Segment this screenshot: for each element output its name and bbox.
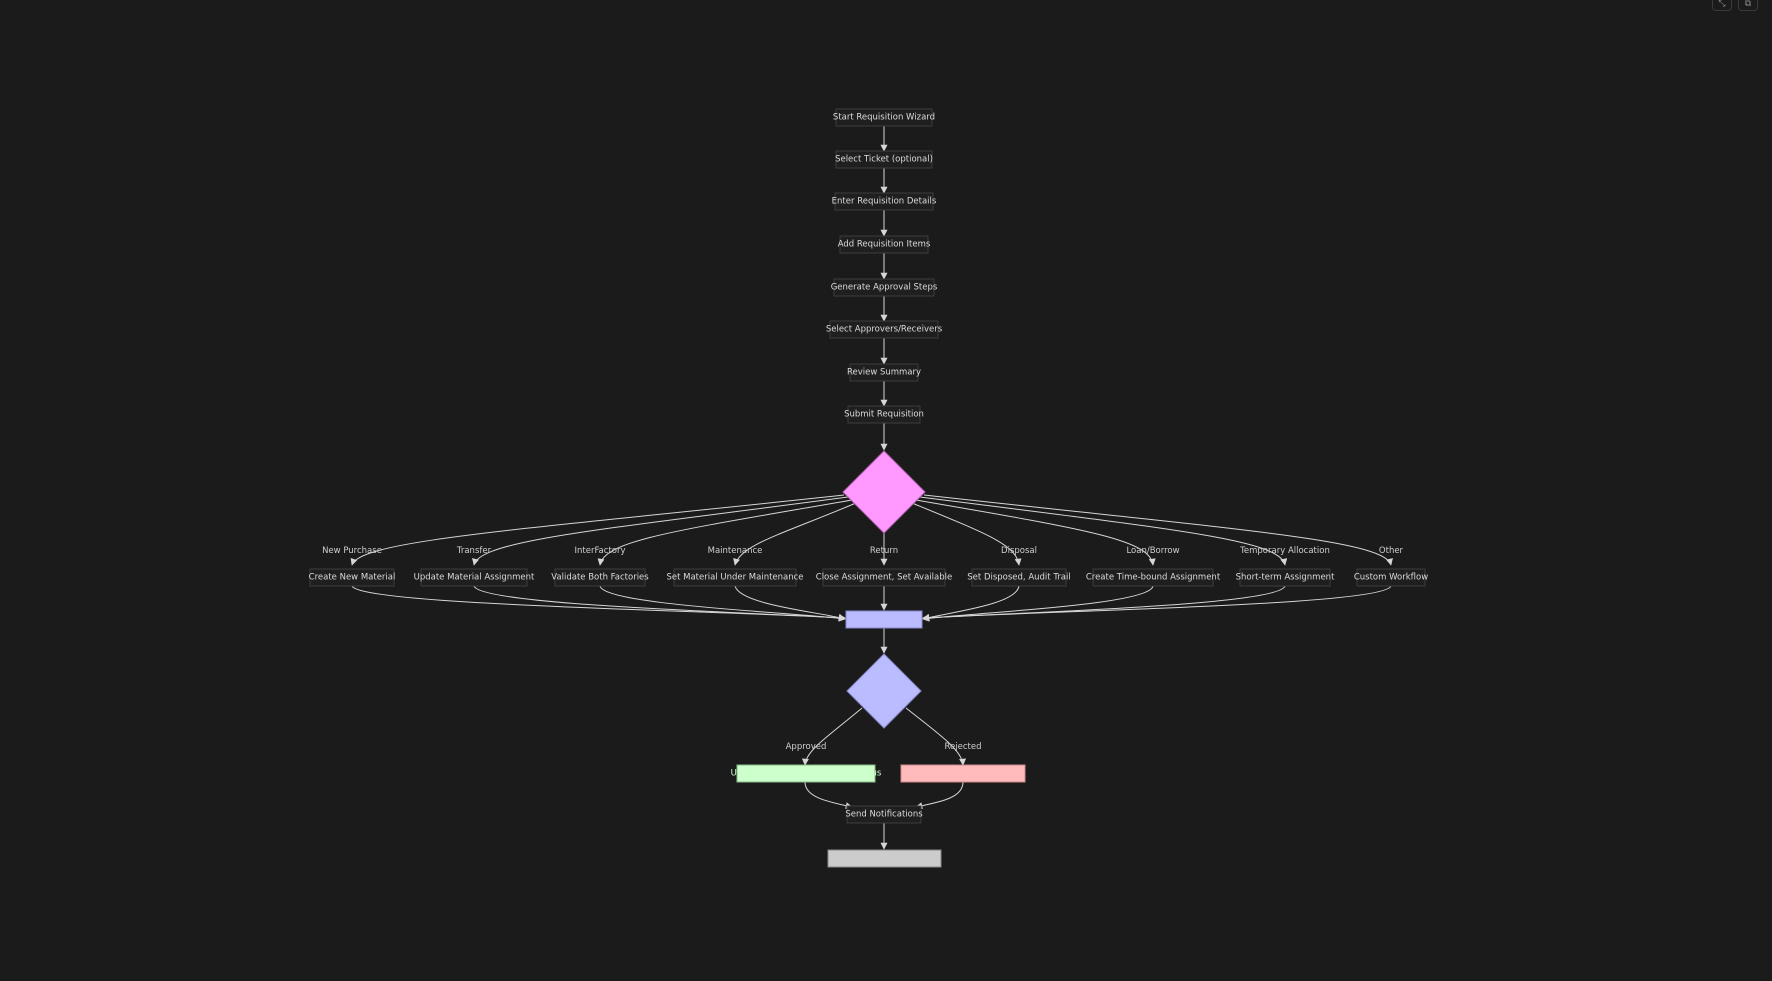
node-approvers[interactable]: Select Approvers/Receivers	[826, 320, 943, 339]
decision-requisition-type[interactable]: Requisition Type?	[842, 450, 926, 534]
node-notify[interactable]: Send Notifications	[845, 805, 923, 824]
node-rejected[interactable]: Reject Requisition	[900, 764, 1026, 783]
node-start-label: Start Requisition Wizard	[833, 113, 935, 123]
edge-label-rejected: Rejected	[945, 742, 982, 752]
edge-rejected	[905, 707, 967, 766]
edge-decision-interfactory	[597, 499, 853, 566]
node-items-label: Add Requisition Items	[838, 240, 931, 250]
edge-decision-temporary	[919, 496, 1288, 566]
node-rejected-box	[900, 764, 1026, 783]
node-close-assignment-label: Close Assignment, Set Available	[816, 573, 952, 583]
node-details[interactable]: Enter Requisition Details	[832, 192, 937, 211]
decision-requisition-type-label: Requisition Type?	[851, 488, 916, 497]
node-set-disposed[interactable]: Set Disposed, Audit Trail	[967, 568, 1071, 587]
edge-create-material-approval	[351, 585, 846, 622]
node-ticket-label: Select Ticket (optional)	[835, 155, 933, 165]
node-validate-factories[interactable]: Validate Both Factories	[551, 568, 649, 587]
node-approved-status-label: Update Material/Assignment Status	[731, 769, 882, 779]
node-review[interactable]: Review Summary	[847, 363, 921, 382]
edge-decision-maintenance	[733, 502, 857, 566]
node-approval-process[interactable]: Approval Process	[845, 610, 923, 629]
edge-approved	[801, 707, 863, 766]
edge-label-maintenance: Maintenance	[708, 546, 763, 556]
edge-label-return: Return	[870, 546, 898, 556]
edge-under-maintenance-approval	[734, 585, 846, 621]
edges	[350, 126, 1393, 850]
edge-update-assignment-approval	[473, 585, 846, 622]
node-end-label: End	[876, 854, 892, 864]
node-steps[interactable]: Generate Approval Steps	[831, 278, 938, 297]
edge-decision-other	[923, 494, 1393, 566]
node-end[interactable]: End	[827, 849, 942, 868]
node-set-disposed-label: Set Disposed, Audit Trail	[967, 573, 1070, 583]
edge-rejected-notify	[915, 781, 964, 810]
node-approvers-label: Select Approvers/Receivers	[826, 325, 943, 335]
edge-decision-new-purchase	[350, 494, 845, 566]
node-approved-status[interactable]: Update Material/Assignment Status	[731, 764, 882, 783]
edge-label-other: Other	[1379, 546, 1404, 556]
node-validate-factories-label: Validate Both Factories	[551, 573, 649, 583]
decision-requisition-type-shape	[842, 450, 926, 534]
node-submit[interactable]: Submit Requisition	[844, 405, 924, 424]
edge-decision-disposal	[911, 502, 1022, 566]
node-under-maintenance[interactable]: Set Material Under Maintenance	[666, 568, 804, 587]
node-custom-workflow[interactable]: Custom Workflow	[1354, 568, 1428, 587]
node-under-maintenance-label: Set Material Under Maintenance	[666, 573, 803, 583]
edge-custom-workflow-approval	[922, 585, 1392, 622]
edge-label-disposal: Disposal	[1001, 546, 1037, 556]
node-items[interactable]: Add Requisition Items	[838, 235, 931, 254]
node-review-label: Review Summary	[847, 368, 921, 378]
expand-icon[interactable]: ⤡	[1712, 0, 1732, 11]
decision-approved[interactable]: Approved?	[846, 653, 922, 729]
node-time-bound-label: Create Time-bound Assignment	[1086, 573, 1221, 583]
node-approval-process-label: Approval Process	[848, 615, 921, 625]
edge-label-new-purchase: New Purchase	[322, 546, 382, 556]
edge-labels: New Purchase Transfer InterFactory Maint…	[322, 546, 1403, 752]
copy-icon[interactable]: ⧉	[1738, 0, 1758, 11]
node-start[interactable]: Start Requisition Wizard	[833, 108, 935, 127]
node-time-bound[interactable]: Create Time-bound Assignment	[1086, 568, 1221, 587]
node-rejected-label: Reject Requisition	[925, 769, 1001, 779]
node-update-assignment-label: Update Material Assignment	[414, 573, 535, 583]
node-short-term[interactable]: Short-term Assignment	[1236, 568, 1335, 587]
node-create-material-label: Create New Material	[309, 573, 396, 583]
edge-label-loan: Loan/Borrow	[1126, 546, 1179, 556]
edge-label-interfactory: InterFactory	[575, 546, 626, 556]
decision-approved-shape	[846, 653, 922, 729]
node-short-term-label: Short-term Assignment	[1236, 573, 1335, 583]
edge-label-transfer: Transfer	[456, 546, 492, 556]
node-end-box	[827, 849, 942, 868]
node-steps-label: Generate Approval Steps	[831, 283, 938, 293]
node-approved-status-box	[736, 764, 876, 783]
edge-label-approved: Approved	[786, 742, 827, 752]
edge-set-disposed-approval	[922, 585, 1020, 621]
node-approval-process-box	[845, 610, 923, 629]
decision-approved-label: Approved?	[864, 687, 904, 696]
node-update-assignment[interactable]: Update Material Assignment	[414, 568, 535, 587]
node-details-label: Enter Requisition Details	[832, 197, 937, 207]
node-notify-label: Send Notifications	[845, 810, 923, 820]
node-close-assignment[interactable]: Close Assignment, Set Available	[816, 568, 952, 587]
node-ticket[interactable]: Select Ticket (optional)	[835, 150, 933, 169]
node-submit-label: Submit Requisition	[844, 410, 924, 420]
edge-decision-loan	[915, 499, 1156, 566]
edge-decision-transfer	[472, 496, 849, 566]
edge-time-bound-approval	[922, 585, 1154, 622]
edge-validate-factories-approval	[599, 585, 846, 622]
node-create-material[interactable]: Create New Material	[309, 568, 396, 587]
node-custom-workflow-label: Custom Workflow	[1354, 573, 1428, 583]
edge-approved-notify	[804, 781, 853, 810]
edge-label-temporary: Temporary Allocation	[1239, 546, 1330, 556]
